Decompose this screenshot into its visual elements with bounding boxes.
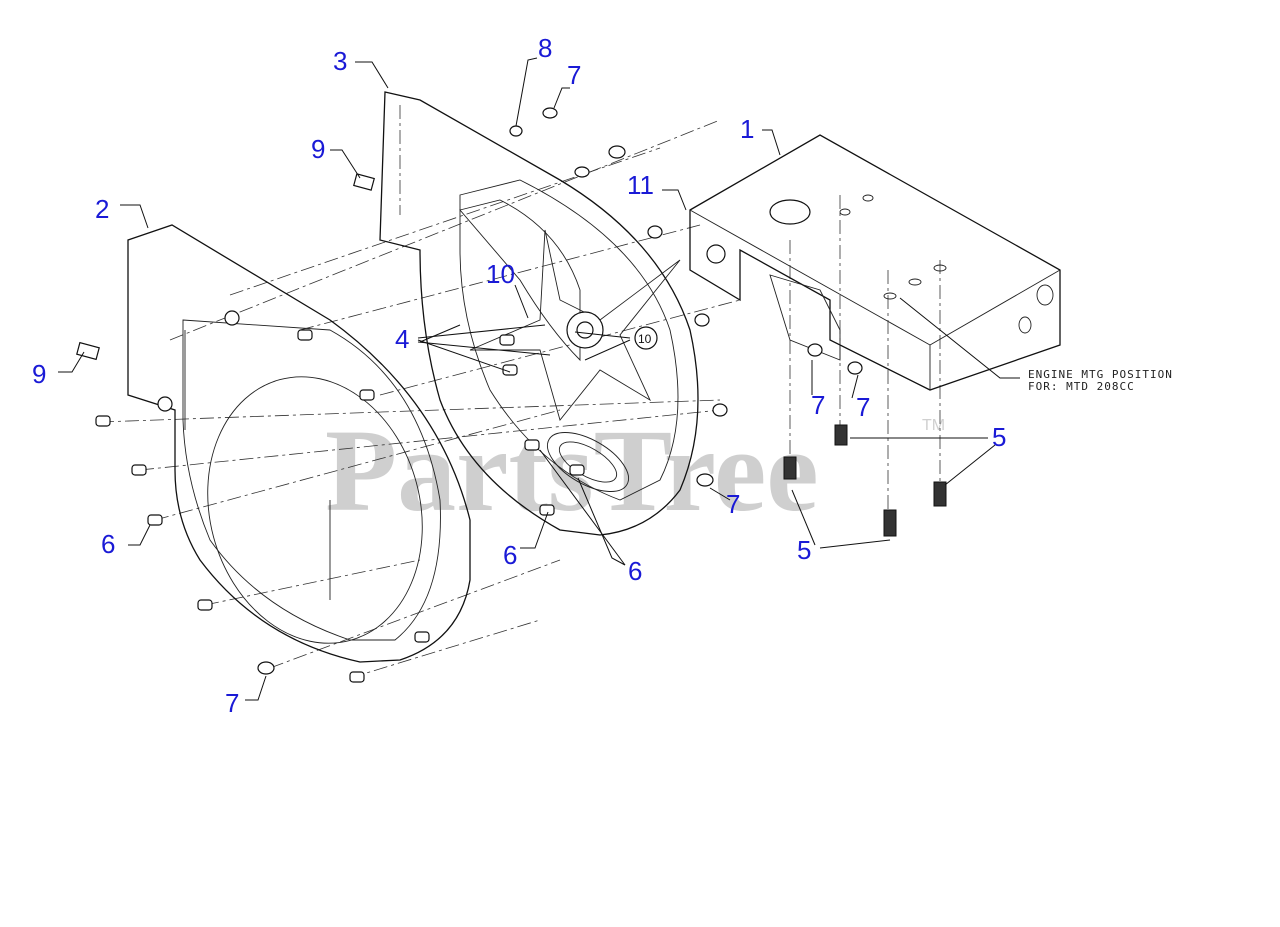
callout-7-mount-right: 7 — [856, 392, 870, 422]
front-housing — [127, 224, 471, 663]
engine-mount-plate — [689, 134, 1061, 391]
callout-5-upper: 5 — [992, 422, 1006, 452]
callout-1: 1 — [740, 114, 754, 144]
small-callout-circle — [634, 326, 658, 350]
engine-mount-note-line2: FOR: MTD 208CC — [1028, 380, 1135, 393]
engine-mount-note-line1: ENGINE MTG POSITION — [1028, 368, 1173, 381]
callout-10: 10 — [486, 259, 515, 289]
callout-5-lower: 5 — [797, 535, 811, 565]
callout-11: 11 — [627, 170, 654, 200]
callout-6-right: 6 — [628, 556, 642, 586]
callout-7-mount-left: 7 — [811, 390, 825, 420]
callout-2: 2 — [95, 194, 109, 224]
callout-9-top: 9 — [311, 134, 325, 164]
assembly-lines — [99, 105, 941, 679]
callout-7-top: 7 — [567, 60, 581, 90]
callout-7-housing: 7 — [726, 489, 740, 519]
fasteners — [76, 107, 947, 683]
callout-4: 4 — [395, 324, 409, 354]
leader-lines — [58, 57, 1020, 701]
callout-9-left: 9 — [32, 359, 46, 389]
callout-3: 3 — [333, 46, 347, 76]
impeller — [469, 229, 681, 421]
callout-10-small: 10 — [638, 332, 652, 346]
callout-7-bottom: 7 — [225, 688, 239, 718]
callout-8: 8 — [538, 33, 552, 63]
callout-6-left: 6 — [101, 529, 115, 559]
callout-6-mid: 6 — [503, 540, 517, 570]
trademark-mark: TM — [922, 417, 945, 434]
callouts: 1 2 3 4 5 5 6 6 6 7 7 7 7 7 8 9 9 10 11 — [32, 33, 1006, 718]
